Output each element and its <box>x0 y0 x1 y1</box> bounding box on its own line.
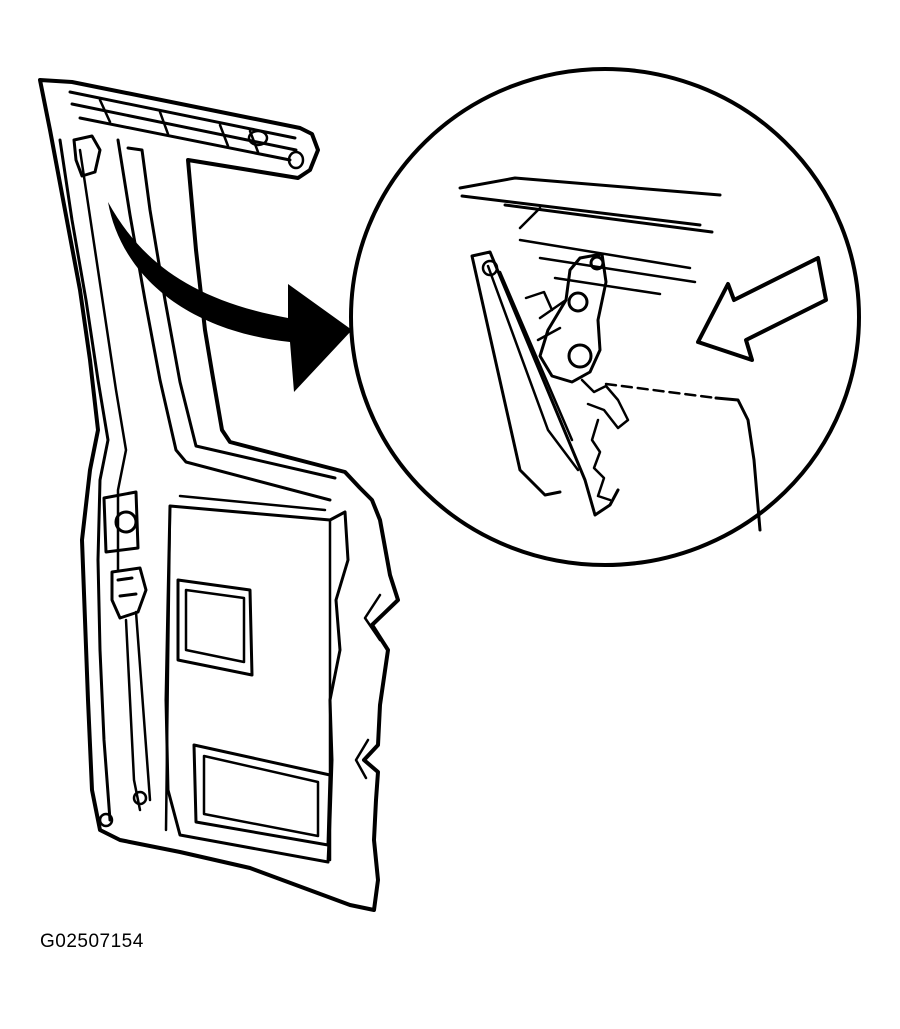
channel-end-cap <box>287 150 305 170</box>
door-panel <box>38 78 400 912</box>
channel-bolt <box>247 129 269 147</box>
detail-top-rail <box>458 176 722 234</box>
lower-hinge-bolt <box>132 790 148 806</box>
lower-access-hole <box>192 743 332 847</box>
pillar-outer-edge <box>58 138 112 822</box>
pillar-mid-line <box>78 148 128 572</box>
view-direction-arrow <box>696 256 828 362</box>
lower-access-hole-inner <box>202 754 320 838</box>
rear-edge-notch <box>354 593 382 780</box>
detail-callout <box>349 67 861 567</box>
door-outline <box>38 78 400 912</box>
detail-latch-release-bolt <box>567 343 593 369</box>
detail-lock-rod <box>604 382 718 400</box>
upper-access-hole <box>176 578 254 677</box>
detail-lock-rod-bend <box>714 396 762 532</box>
lower-corner-bolt <box>98 812 114 828</box>
detail-latch-top-bolt <box>589 255 605 271</box>
callout-arrow <box>108 202 352 392</box>
upper-access-hole-inner <box>184 588 246 664</box>
detail-latch-lever <box>524 290 568 342</box>
detail-door-edge <box>470 250 620 517</box>
pillar-inner-edge <box>116 138 332 502</box>
window-channel-rib <box>98 98 260 154</box>
figure-id-label: G02507154 <box>40 931 144 952</box>
latch-mechanism <box>110 566 148 620</box>
latch-striker-bolt <box>114 510 138 534</box>
latch-rod <box>124 610 152 812</box>
upper-hinge <box>72 134 102 178</box>
magnifier-circle <box>349 67 861 567</box>
detail-door-edge-inner <box>486 264 580 472</box>
detail-lock-clip <box>580 378 630 430</box>
pillar-front-edge <box>126 146 337 480</box>
detail-latch-pivot <box>567 291 589 313</box>
detail-edge-bolt <box>481 259 499 277</box>
inner-panel-recess <box>164 504 350 864</box>
door-latch-housing <box>102 490 140 554</box>
detail-broken-edge <box>590 418 612 502</box>
detail-rail-lines <box>518 206 697 296</box>
window-channel-outer <box>68 90 298 162</box>
inner-panel-lip <box>164 494 332 862</box>
